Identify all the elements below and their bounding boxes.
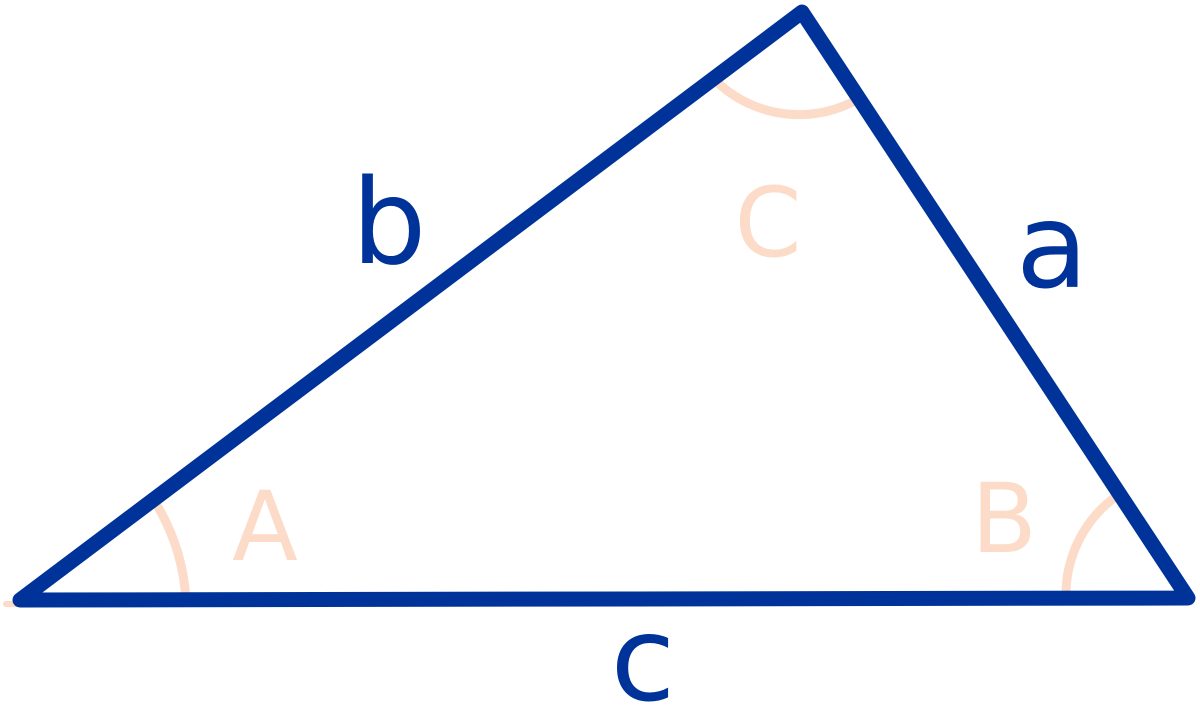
angle-label-A: A <box>232 471 298 583</box>
side-label-c: c <box>611 590 676 718</box>
angle-label-B: B <box>971 463 1037 575</box>
angle-label-C: C <box>734 167 801 279</box>
side-label-a: a <box>1016 177 1088 315</box>
side-label-b: b <box>352 153 427 291</box>
angle-arc-C <box>714 79 865 120</box>
angle-arc-A <box>153 502 191 605</box>
angle-arc-B <box>1061 490 1123 603</box>
triangle-outline <box>12 4 1196 608</box>
